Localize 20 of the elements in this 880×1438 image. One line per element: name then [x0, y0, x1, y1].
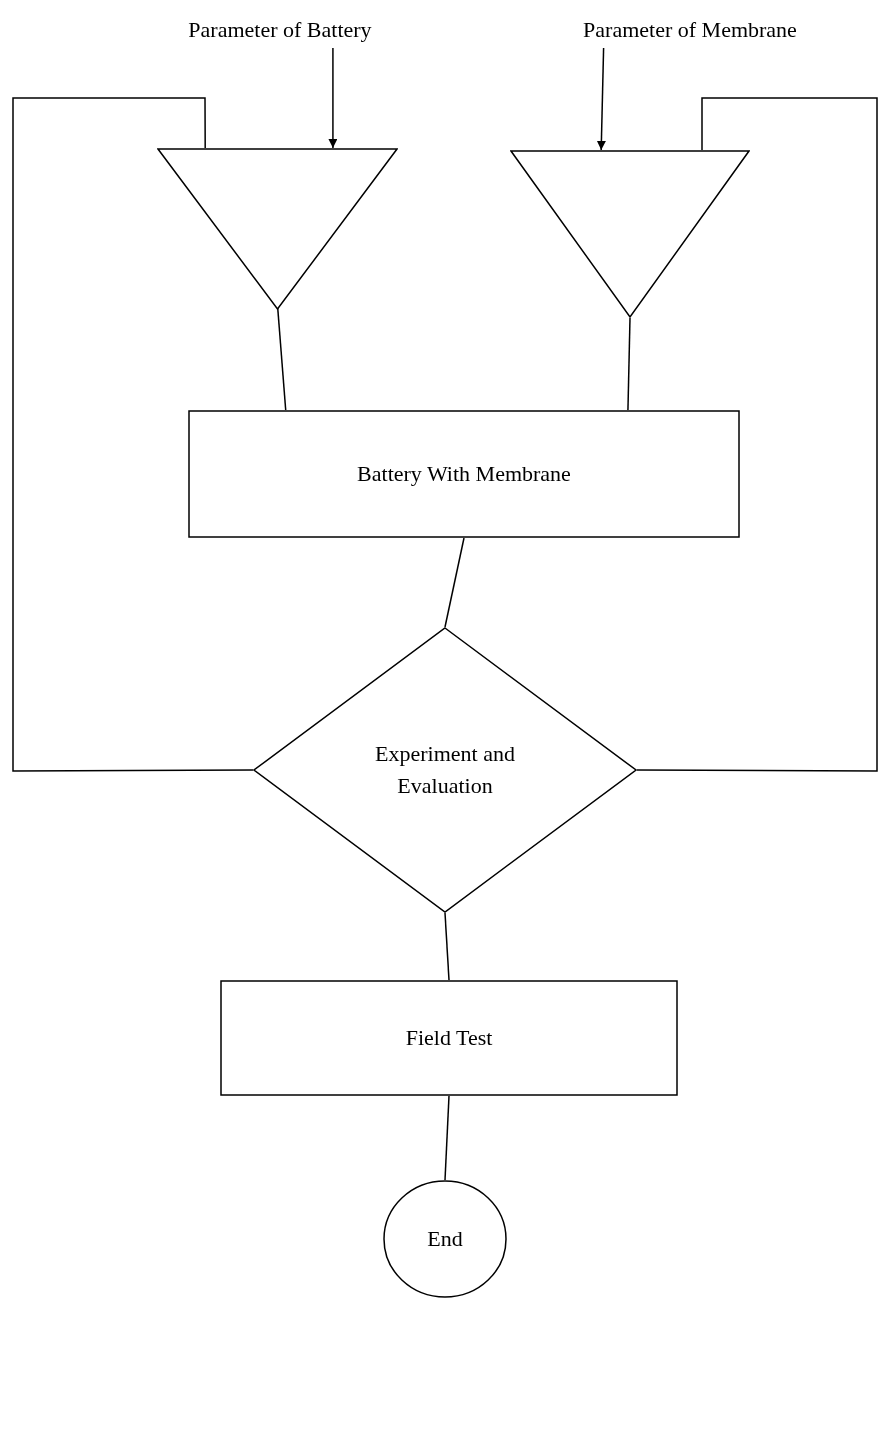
- arrow: [596, 47, 606, 151]
- connector-line: [12, 97, 254, 772]
- node-text: Experiment and Evaluation: [374, 740, 516, 800]
- arrow: [328, 47, 338, 149]
- connector-line: [636, 97, 878, 772]
- node-text: Parameter of Membrane: [583, 16, 797, 44]
- terminal-ellipse: [383, 1180, 507, 1298]
- node-text: Field Test: [405, 1024, 493, 1052]
- triangle-shape: [157, 148, 398, 310]
- node-text: End: [427, 1225, 463, 1253]
- connector-line: [444, 537, 465, 628]
- triangle-shape: [510, 150, 750, 318]
- connector-line: [444, 1095, 450, 1181]
- process-box: [220, 980, 678, 1096]
- connector-line: [627, 317, 631, 411]
- process-box: [188, 410, 740, 538]
- node-text: Parameter of Battery: [188, 16, 372, 44]
- decision-diamond: [253, 627, 637, 913]
- node-text: Battery With Membrane: [357, 460, 571, 488]
- connector-line: [444, 912, 450, 981]
